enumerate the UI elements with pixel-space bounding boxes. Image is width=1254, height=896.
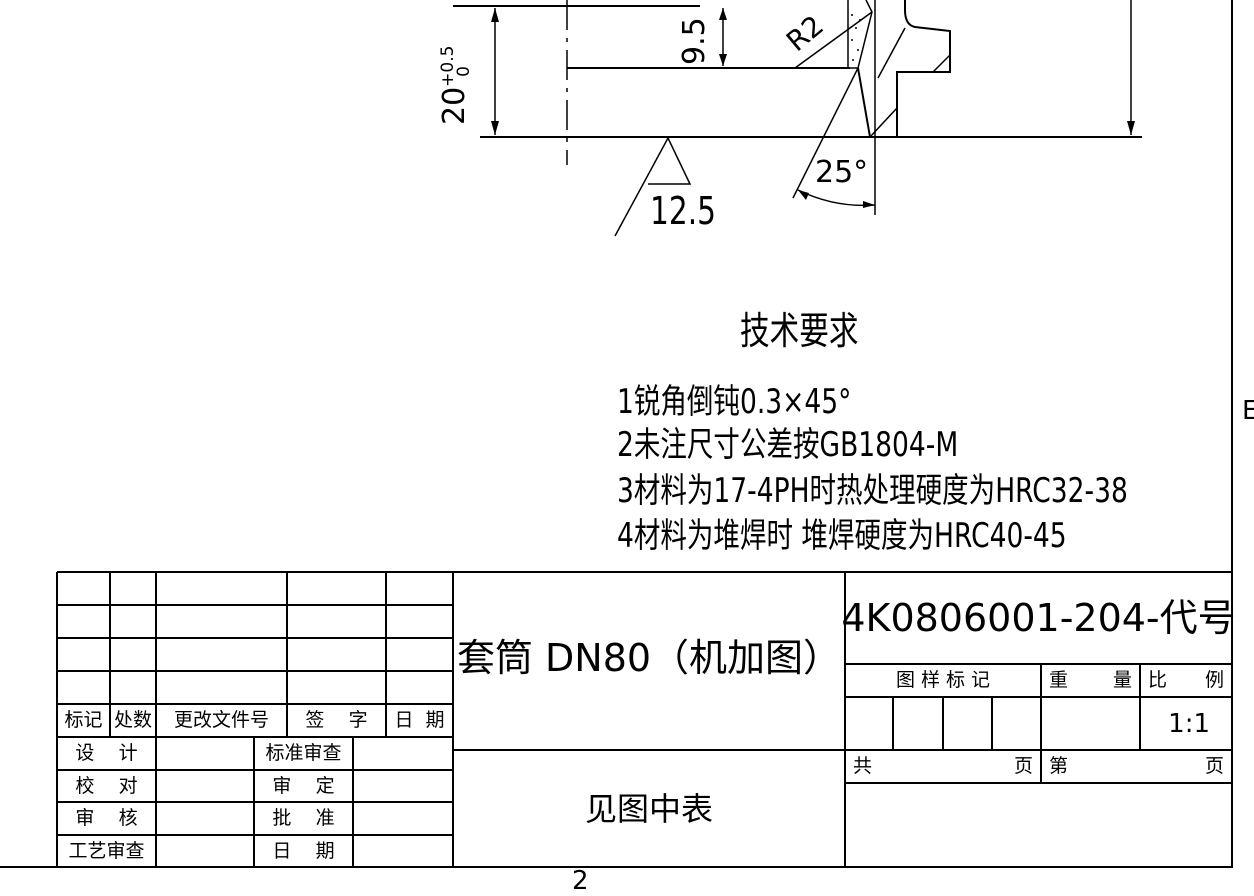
tech-requirement-item: 4材料为堆焊时 堆焊硬度为HRC40-45 [617, 516, 1067, 556]
weight-label-1: 重 [1049, 669, 1069, 691]
sheet-page-label: 页 [1204, 755, 1224, 777]
zone-letter: E [1242, 396, 1254, 426]
total-label: 共 [853, 755, 873, 777]
zone-number: 2 [572, 866, 589, 896]
title-block-lines [56, 571, 1232, 867]
approval-review: 审 核 [75, 807, 138, 829]
scale-value: 1:1 [1168, 708, 1210, 739]
header-count: 处数 [113, 709, 152, 731]
dim-height-value: 20 [437, 86, 472, 125]
header-mark: 标记 [64, 709, 103, 731]
approval-process: 工艺审查 [68, 839, 145, 862]
total-pages: 共页 [845, 750, 1041, 783]
header-date: 日 期 [394, 709, 445, 731]
approval-check: 校 对 [75, 774, 138, 797]
tech-requirement-item: 2未注尺寸公差按GB1804-M [617, 425, 959, 465]
approval-date: 日 期 [272, 839, 335, 862]
roughness-value: 12.5 [650, 189, 716, 233]
dim-tol-lower: 0 [454, 65, 475, 77]
header-signature: 签 字 [305, 709, 368, 731]
drawing-number: 4K0806001-204-代号 [841, 596, 1236, 640]
weight-label-2: 量 [1112, 669, 1132, 691]
angle-label: 25° [815, 155, 869, 190]
tech-requirements-title: 技术要求 [740, 309, 859, 353]
sheet-number: 第页 [1041, 750, 1232, 783]
tech-requirement-item: 1锐角倒钝0.3×45° [617, 382, 852, 422]
material-note: 见图中表 [584, 789, 713, 828]
pattern-mark-label: 图 样 标 记 [895, 669, 991, 691]
scale-label: 比例 [1140, 664, 1232, 697]
dim-inner: 9.5 [677, 17, 712, 65]
approval-ratify: 批 准 [272, 807, 335, 829]
sheet-label: 第 [1049, 755, 1069, 777]
approval-approve: 审 定 [272, 774, 335, 797]
approval-standard: 标准审查 [265, 742, 342, 764]
header-change-doc: 更改文件号 [173, 709, 269, 731]
approval-design: 设 计 [75, 742, 138, 764]
tech-requirement-item: 3材料为17-4PH时热处理硬度为HRC32-38 [617, 471, 1128, 511]
scale-label-1: 比 [1148, 669, 1168, 691]
part-name: 套筒 DN80（机加图） [456, 636, 842, 680]
weight-label: 重量 [1041, 664, 1140, 697]
part-view [453, 0, 1142, 237]
page-label: 页 [1013, 755, 1033, 777]
scale-label-2: 例 [1204, 669, 1224, 691]
